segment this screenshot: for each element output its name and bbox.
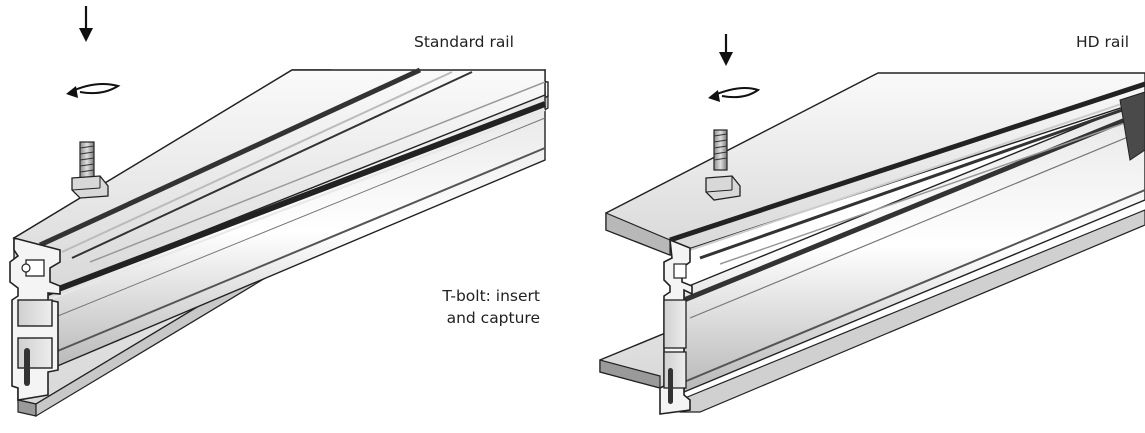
t-bolt-icon xyxy=(705,129,741,201)
standard-rail xyxy=(9,67,549,418)
t-bolt-caption-line-2: and capture xyxy=(446,309,540,327)
hd-rail xyxy=(599,72,1145,415)
hd-rail-label: HD rail xyxy=(1076,33,1130,51)
standard-rail-label: Standard rail xyxy=(414,33,514,51)
rotate-arrow-icon xyxy=(708,87,761,102)
t-bolt-caption-line-1: T-bolt: insert xyxy=(442,287,540,305)
t-bolt-icon xyxy=(71,141,109,199)
rotate-arrow-icon xyxy=(66,83,121,98)
down-arrow-icon xyxy=(719,34,733,66)
t-bolt-caption: T-bolt: insert and capture xyxy=(410,285,540,329)
down-arrow-icon xyxy=(79,6,93,42)
